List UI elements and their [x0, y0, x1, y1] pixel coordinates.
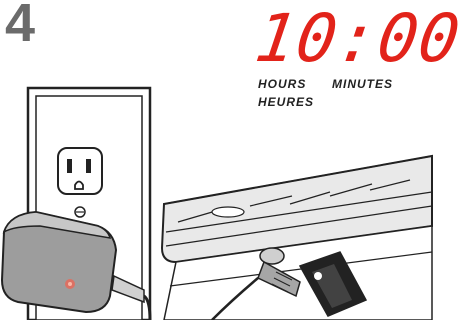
setup-illustration	[0, 86, 433, 320]
heures-label: HEURES	[258, 95, 315, 109]
warning-tag-icon	[298, 251, 368, 317]
power-adapter-icon	[0, 210, 118, 314]
step-number: 4	[5, 0, 36, 53]
hours-label: HOURS	[258, 77, 307, 91]
plug-icon	[211, 247, 301, 320]
clock-unit-icon	[160, 154, 433, 320]
power-cord-icon	[111, 274, 152, 320]
minutes-label: MINUTES	[332, 77, 393, 91]
